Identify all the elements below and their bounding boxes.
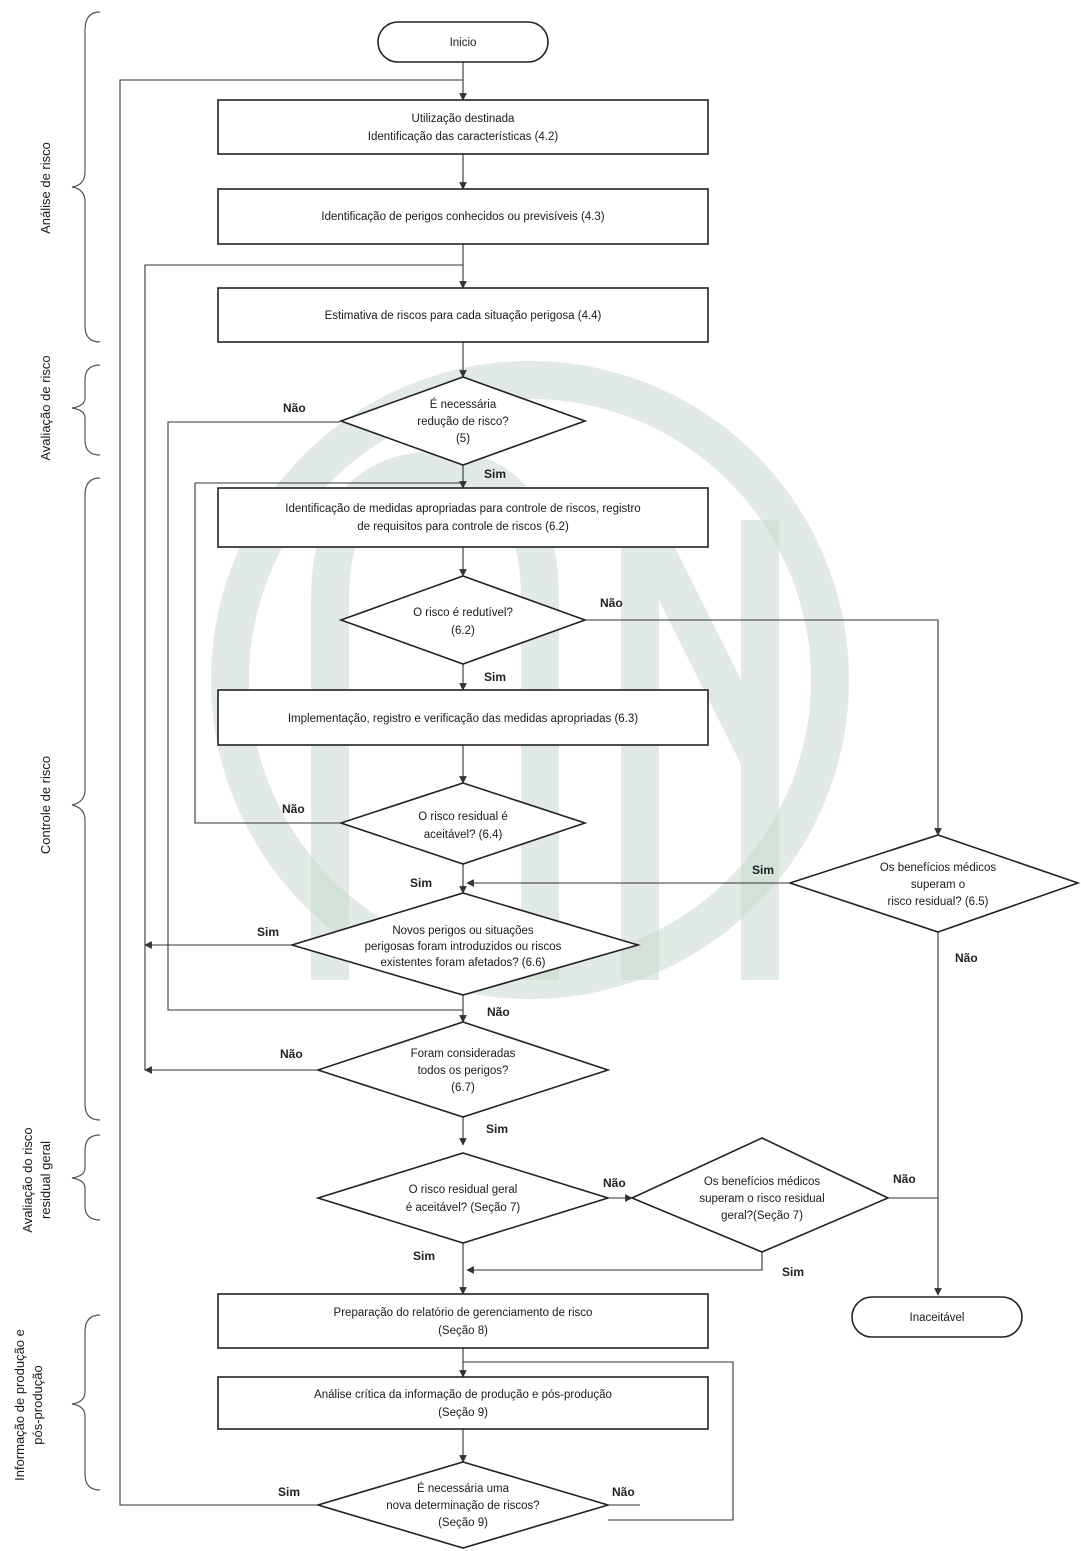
decision-reducao-line2: redução de risco? xyxy=(417,416,508,428)
decision-reducao: É necessária redução de risco? (5) xyxy=(338,376,588,466)
phase-label-residual-line1: Avaliação do risco xyxy=(20,1127,35,1232)
edge-label-nao-geral: Não xyxy=(603,1176,626,1190)
node-inaceitavel-label: Inaceitável xyxy=(910,1312,965,1324)
node-utilizacao: Utilização destinada Identificação das c… xyxy=(217,99,709,155)
brace-controle xyxy=(71,477,101,1121)
edge-label-nao-benef-geral: Não xyxy=(893,1172,916,1186)
decision-todos-line2: todos os perigos? xyxy=(418,1065,509,1077)
edge-label-sim-redutivel: Sim xyxy=(484,670,506,684)
decision-todos: Foram consideradas todos os perigos? (6.… xyxy=(315,1021,611,1118)
decision-novos: Novos perigos ou situações perigosas for… xyxy=(289,892,641,996)
node-critica-line1: Análise crítica da informação de produçã… xyxy=(314,1389,612,1401)
decision-redutivel-line2: (6.2) xyxy=(451,625,475,637)
decision-redutivel-line1: O risco é redutível? xyxy=(413,607,513,619)
brace-producao xyxy=(71,1314,101,1491)
decision-reducao-line3: (5) xyxy=(456,433,470,445)
edge-label-sim-residual: Sim xyxy=(410,876,432,890)
edge-label-sim-nova: Sim xyxy=(278,1485,300,1499)
node-relatorio-line1: Preparação do relatório de gerenciamento… xyxy=(334,1307,593,1319)
decision-residual: O risco residual é aceitável? (6.4) xyxy=(338,782,588,865)
edge-label-nao-nova: Não xyxy=(612,1485,635,1499)
brace-residual xyxy=(71,1134,101,1221)
decision-residual-line1: O risco residual é xyxy=(418,811,507,823)
node-utilizacao-line2: Identificação das características (4.2) xyxy=(368,131,559,143)
decision-nova: É necessária uma nova determinação de ri… xyxy=(315,1461,611,1549)
edge-label-sim-reducao: Sim xyxy=(484,467,506,481)
phase-label-producao-line1: Informação de produção e xyxy=(12,1329,27,1481)
decision-beneficios: Os benefícios médicos superam o risco re… xyxy=(787,834,1081,933)
brace-analise xyxy=(71,11,101,343)
node-inaceitavel: Inaceitável xyxy=(851,1296,1023,1338)
edge-label-nao-beneficios: Não xyxy=(955,951,978,965)
node-medidas-line1: Identificação de medidas apropriadas par… xyxy=(285,503,640,515)
decision-novos-line3: existentes foram afetados? (6.6) xyxy=(381,957,546,969)
decision-benef-geral-line2: superam o risco residual xyxy=(699,1193,824,1205)
node-relatorio: Preparação do relatório de gerenciamento… xyxy=(217,1293,709,1349)
phase-label-residual-line2: residual geral xyxy=(38,1141,53,1219)
edge-label-sim-beneficios: Sim xyxy=(752,863,774,877)
edge-label-sim-novos: Sim xyxy=(257,925,279,939)
node-estimativa: Estimativa de riscos para cada situação … xyxy=(217,287,709,343)
phase-label-controle: Controle de risco xyxy=(38,756,53,854)
node-perigos: Identificação de perigos conhecidos ou p… xyxy=(217,188,709,245)
decision-benef-geral-line1: Os benefícios médicos xyxy=(704,1176,821,1188)
edge-label-sim-todos: Sim xyxy=(486,1122,508,1136)
edge-label-nao-redutivel: Não xyxy=(600,596,623,610)
decision-beneficios-line3: risco residual? (6.5) xyxy=(888,896,989,908)
decision-residual-line2: aceitável? (6.4) xyxy=(424,829,503,841)
decision-todos-line3: (6.7) xyxy=(451,1082,475,1094)
node-medidas: Identificação de medidas apropriadas par… xyxy=(217,487,709,548)
edge-label-nao-residual: Não xyxy=(282,802,305,816)
decision-reducao-line1: É necessária xyxy=(430,398,497,411)
decision-geral: O risco residual geral é aceitável? (Seç… xyxy=(315,1152,611,1244)
edge-label-nao-reducao: Não xyxy=(283,401,306,415)
node-critica-line2: (Seção 9) xyxy=(438,1407,488,1419)
watermark-logo xyxy=(211,361,849,999)
decision-nova-line3: (Seção 9) xyxy=(438,1517,488,1529)
node-utilizacao-line1: Utilização destinada xyxy=(412,113,516,125)
node-perigos-label: Identificação de perigos conhecidos ou p… xyxy=(321,211,604,223)
phase-label-avaliacao: Avaliação de risco xyxy=(38,355,53,460)
node-medidas-line2: de requisitos para controle de riscos (6… xyxy=(357,521,569,533)
edge-label-sim-geral: Sim xyxy=(413,1249,435,1263)
connectors xyxy=(119,62,942,1521)
node-implementacao-label: Implementação, registro e verificação da… xyxy=(288,713,638,725)
decision-redutivel: O risco é redutível? (6.2) xyxy=(338,575,588,665)
node-inicio-label: Inicio xyxy=(450,37,477,49)
node-inicio: Inicio xyxy=(377,21,549,63)
node-estimativa-label: Estimativa de riscos para cada situação … xyxy=(325,310,602,322)
edge-label-nao-todos: Não xyxy=(280,1047,303,1061)
edge-label-sim-benef-geral: Sim xyxy=(782,1265,804,1279)
decision-geral-line2: é aceitável? (Seção 7) xyxy=(406,1202,521,1214)
node-relatorio-line2: (Seção 8) xyxy=(438,1325,488,1337)
node-critica: Análise crítica da informação de produçã… xyxy=(217,1376,709,1430)
decision-beneficios-line2: superam o xyxy=(911,879,965,891)
decision-benef-geral: Os benefícios médicos superam o risco re… xyxy=(630,1137,890,1253)
phase-braces xyxy=(71,11,101,1491)
decision-benef-geral-line3: geral?(Seção 7) xyxy=(721,1210,803,1222)
decision-nova-line2: nova determinação de riscos? xyxy=(386,1500,539,1512)
phase-label-analise: Análise de risco xyxy=(38,142,53,234)
decision-nova-line1: É necessária uma xyxy=(417,1482,510,1495)
decision-todos-line1: Foram consideradas xyxy=(411,1048,516,1060)
decision-geral-line1: O risco residual geral xyxy=(409,1184,518,1196)
phase-label-producao-line2: pós-produção xyxy=(30,1365,45,1445)
brace-avaliacao xyxy=(71,364,101,456)
decision-novos-line2: perigosas foram introduzidos ou riscos xyxy=(365,941,562,953)
node-implementacao: Implementação, registro e verificação da… xyxy=(217,689,709,746)
edge-label-nao-novos: Não xyxy=(487,1005,510,1019)
decision-beneficios-line1: Os benefícios médicos xyxy=(880,862,997,874)
decision-novos-line1: Novos perigos ou situações xyxy=(392,925,534,937)
